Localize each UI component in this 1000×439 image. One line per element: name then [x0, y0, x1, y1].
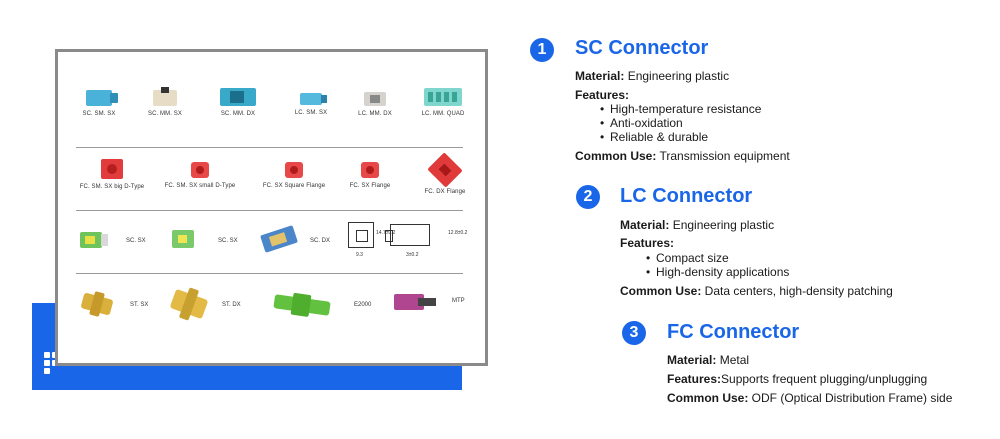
material-line: Material: Engineering plastic	[575, 69, 730, 83]
technical-drawing: 14.7±0.2 9.3 3±0.2 12.8±0.2	[348, 222, 474, 258]
feature-item: High-density applications	[646, 265, 789, 279]
sc-duplex-adapter-image	[220, 88, 256, 106]
features-label: Features:	[620, 236, 675, 250]
dimension-label: 3±0.2	[406, 252, 419, 258]
features-line: Features:Supports frequent plugging/unpl…	[667, 372, 928, 386]
product-label: FC. SX Flange	[349, 183, 391, 189]
material-line: Material: Metal	[667, 353, 750, 367]
product-fc-dx-flange: FC. DX Flange	[412, 152, 478, 195]
features-label: Features:	[575, 88, 630, 102]
row-divider	[76, 147, 463, 148]
product-lc-mm-dx: LC. MM. DX	[348, 92, 402, 117]
st-duplex-adapter-image	[169, 288, 209, 320]
product-sc-mm-dx: SC. MM. DX	[208, 88, 268, 117]
common-use-line: Common Use: ODF (Optical Distribution Fr…	[667, 391, 953, 405]
dimension-label: 14.7±0.2	[376, 230, 396, 236]
st-adapter-image	[80, 292, 114, 316]
product-st-sx: ST. SX	[80, 292, 152, 317]
fc-adapter-image	[361, 162, 379, 178]
section-number-badge: 2	[576, 185, 600, 209]
product-mtp: MTP	[394, 294, 480, 315]
section-title-fc: FC Connector	[667, 321, 800, 343]
row-divider	[76, 273, 463, 274]
lc-adapter-image	[300, 93, 327, 105]
product-label: SC. SX	[218, 238, 238, 244]
product-label: SC. MM. SX	[147, 111, 182, 117]
feature-item: Anti-oxidation	[600, 116, 683, 130]
product-fc-small-d-type: FC. SM. SX small D-Type	[158, 162, 242, 189]
fc-adapter-image	[101, 159, 123, 179]
product-label: ST. DX	[222, 302, 241, 308]
sc-adapter-image	[153, 87, 177, 106]
section-title-sc: SC Connector	[575, 37, 709, 59]
product-st-dx: ST. DX	[169, 288, 252, 320]
feature-item: High-temperature resistance	[600, 102, 761, 116]
product-sc-sm-sx: SC. SM. SX	[72, 90, 126, 117]
e2000-adapter-image	[273, 294, 331, 316]
product-label: SC. DX	[310, 238, 331, 244]
product-sc-sx-green-2: SC. SX	[172, 230, 242, 253]
product-label: FC. SX Square Flange	[262, 183, 326, 189]
row-divider	[76, 210, 463, 211]
sc-adapter-image	[86, 90, 118, 106]
product-label: MTP	[452, 298, 465, 304]
lc-quad-adapter-image	[424, 88, 462, 106]
dimension-label: 9.3	[356, 252, 363, 258]
product-label: SC. SX	[126, 238, 146, 244]
product-fc-sx-flange: FC. SX Flange	[338, 162, 402, 189]
section-number-badge: 1	[530, 38, 554, 62]
fc-adapter-image	[191, 162, 209, 178]
product-label: LC. MM. DX	[358, 111, 392, 117]
product-label: FC. SM. SX big D-Type	[79, 184, 145, 190]
connector-catalog: SC. SM. SX SC. MM. SX SC. MM. DX LC. SM.…	[58, 52, 485, 363]
feature-item: Reliable & durable	[600, 130, 708, 144]
common-use-line: Common Use: Transmission equipment	[575, 149, 790, 163]
feature-item: Compact size	[646, 251, 729, 265]
product-label: SC. SM. SX	[82, 111, 116, 117]
mtp-adapter-image	[394, 294, 436, 310]
product-label: E2000	[354, 302, 372, 308]
dimension-label: 12.8±0.2	[448, 230, 468, 236]
connector-catalog-frame: SC. SM. SX SC. MM. SX SC. MM. DX LC. SM.…	[55, 49, 488, 366]
sc-duplex-adapter-image	[260, 225, 298, 253]
product-sc-dx-blue: SC. DX	[260, 225, 342, 253]
lc-duplex-adapter-image	[364, 92, 386, 106]
product-label: ST. SX	[130, 302, 149, 308]
product-label: LC. SM. SX	[294, 110, 328, 116]
product-label: LC. MM. QUAD	[421, 111, 465, 117]
product-label: FC. DX Flange	[424, 189, 466, 195]
product-fc-square-flange: FC. SX Square Flange	[254, 162, 334, 189]
product-sc-sx-green: SC. SX	[80, 232, 150, 253]
product-label: SC. MM. DX	[220, 111, 256, 117]
fc-adapter-image	[285, 162, 303, 178]
sc-apc-adapter-image	[172, 230, 194, 248]
product-lc-mm-quad: LC. MM. QUAD	[412, 88, 474, 117]
section-number-badge: 3	[622, 321, 646, 345]
sc-apc-adapter-image	[80, 232, 108, 248]
product-fc-big-d-type: FC. SM. SX big D-Type	[72, 159, 152, 190]
fc-duplex-adapter-image	[427, 152, 463, 188]
product-e2000: E2000	[273, 294, 384, 317]
product-sc-mm-sx: SC. MM. SX	[138, 87, 192, 117]
product-lc-sm-sx: LC. SM. SX	[284, 92, 338, 116]
section-title-lc: LC Connector	[620, 185, 753, 207]
dimension-drawing-icon	[348, 222, 430, 258]
product-label: FC. SM. SX small D-Type	[164, 183, 236, 189]
common-use-line: Common Use: Data centers, high-density p…	[620, 284, 893, 298]
material-line: Material: Engineering plastic	[620, 218, 775, 232]
